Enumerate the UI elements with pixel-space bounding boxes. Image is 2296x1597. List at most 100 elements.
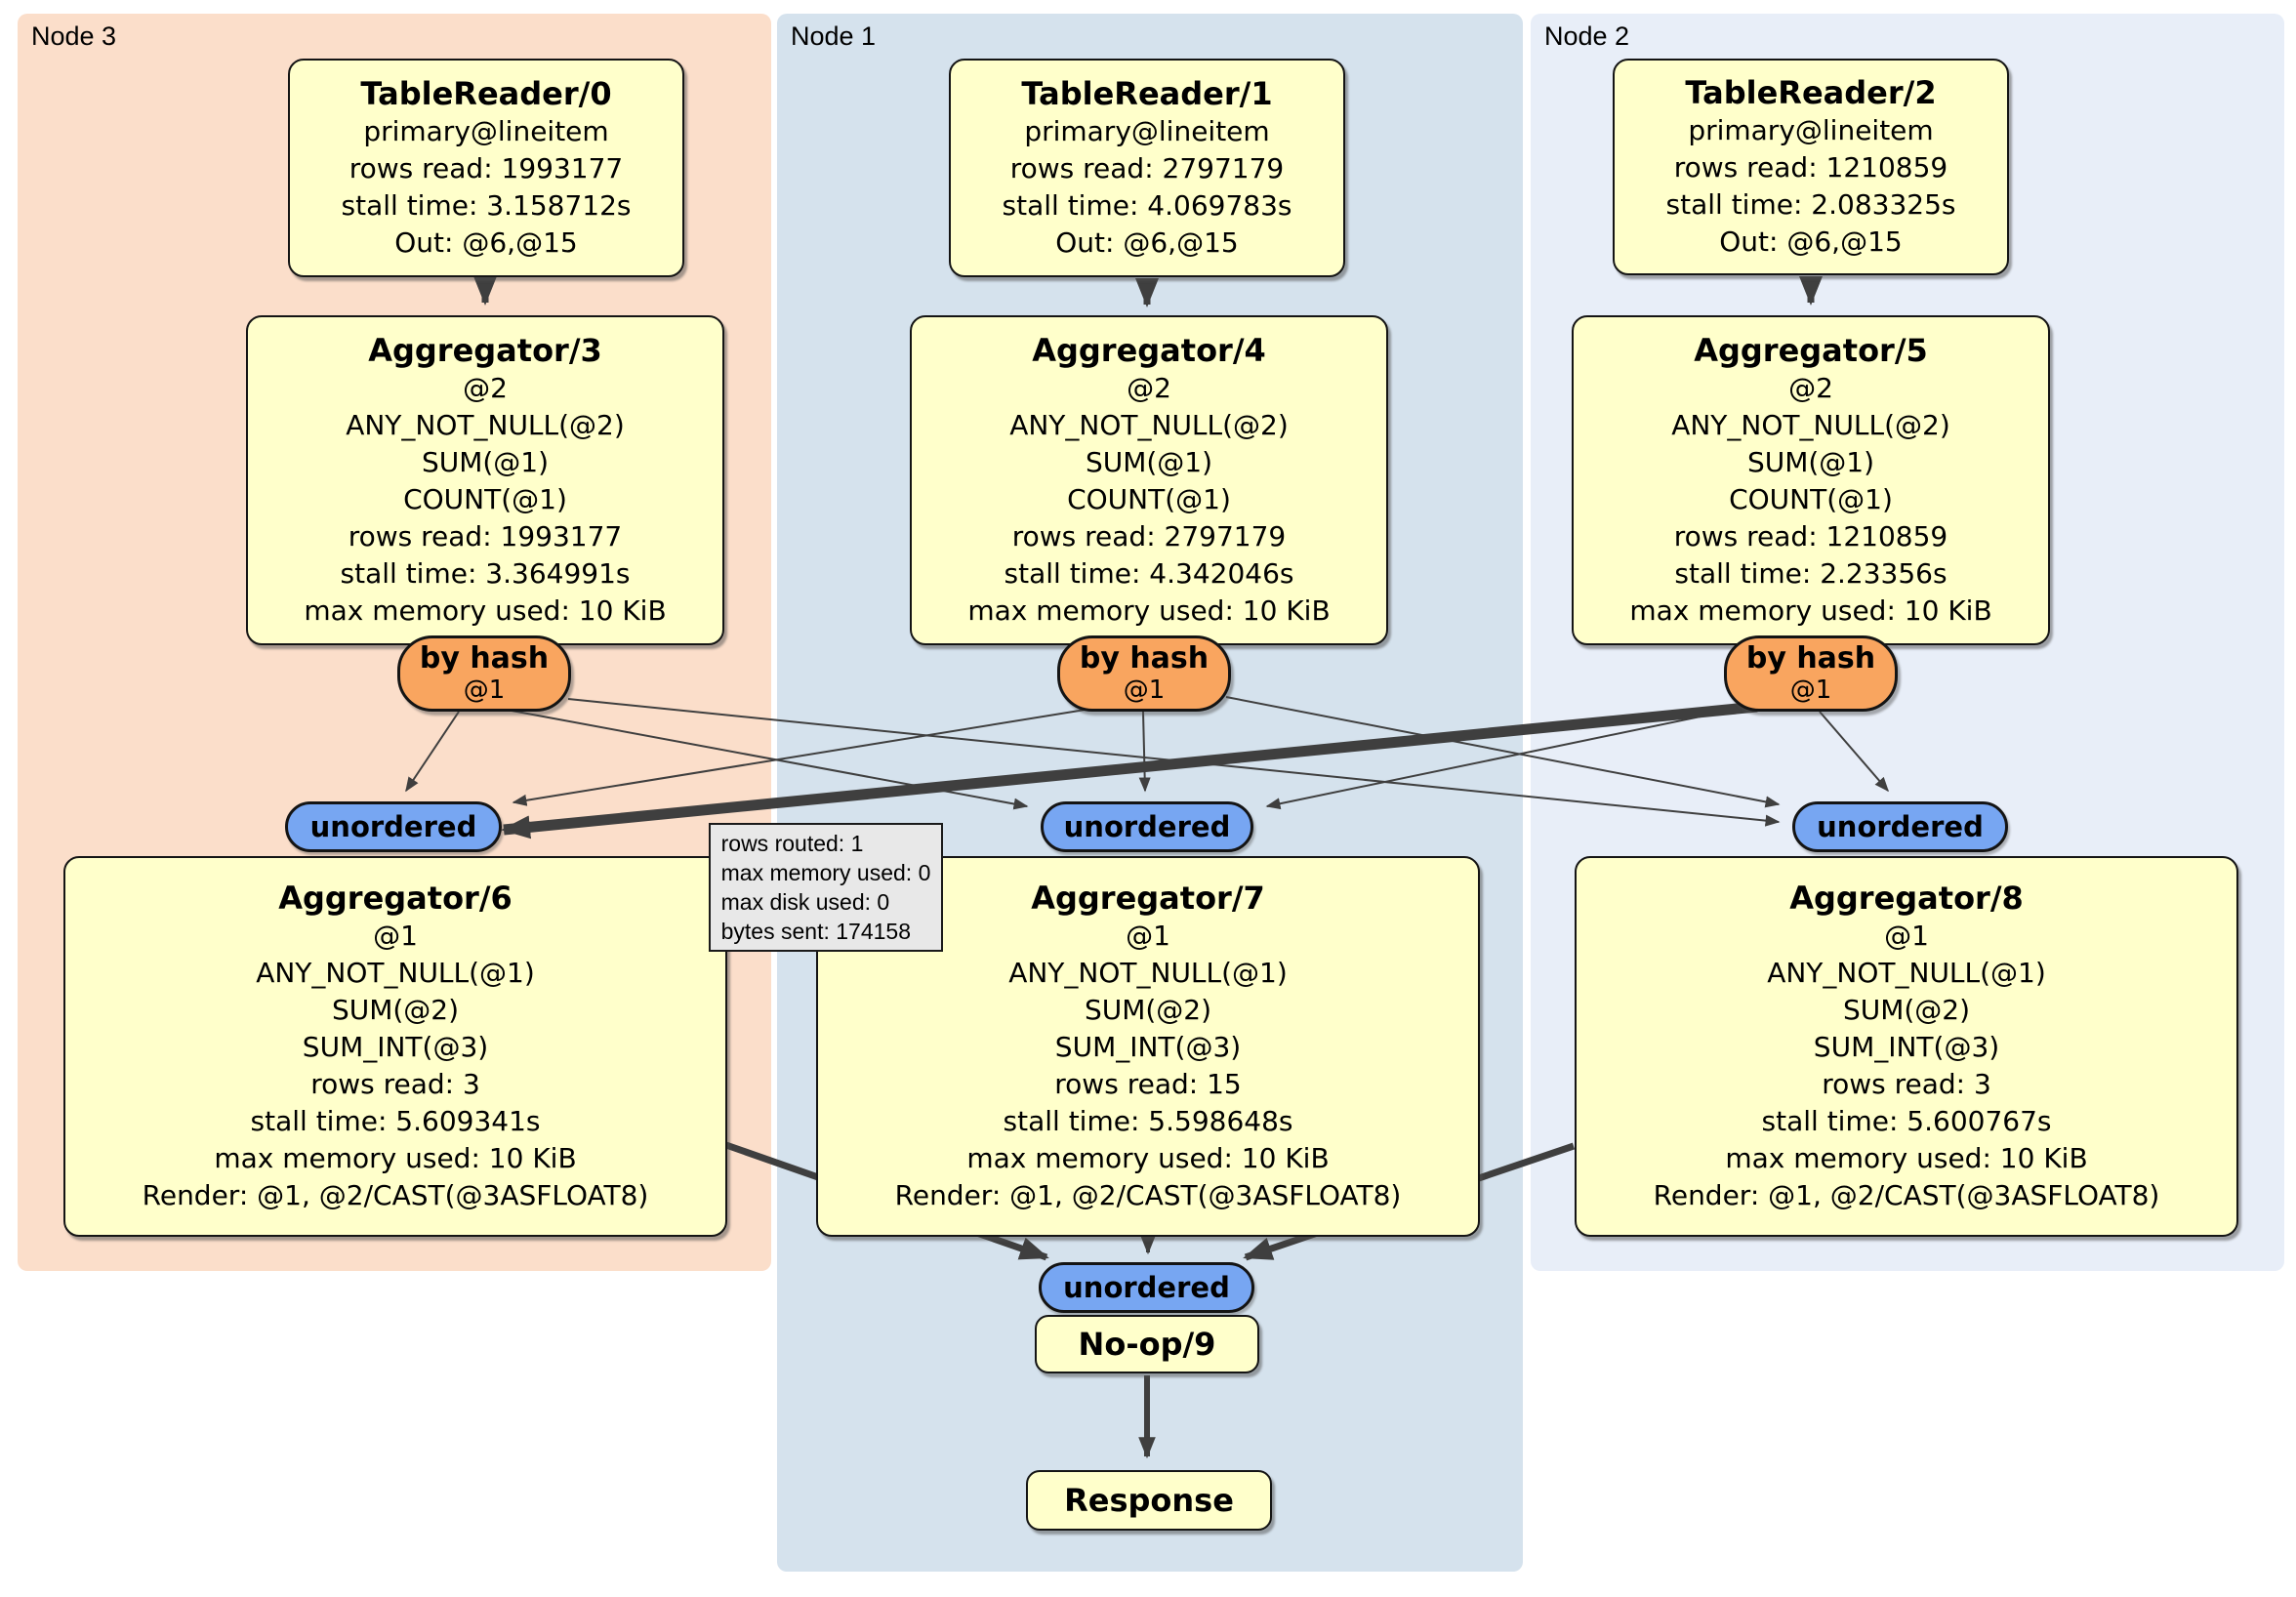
text-line: COUNT(@1) — [1729, 483, 1893, 515]
text-line: primary@lineitem — [1024, 115, 1270, 147]
edge-hash2-sync1[interactable] — [1265, 704, 1758, 810]
text-line: @1 — [1126, 920, 1170, 952]
text-line: primary@lineitem — [363, 115, 609, 147]
text-line: Out: @6,@15 — [394, 226, 578, 259]
node2-label: Node 2 — [1544, 21, 1630, 51]
text-line: rows read: 1210859 — [1673, 520, 1948, 553]
text-line: SUM(@1) — [421, 446, 550, 478]
text-line: max memory used: 10 KiB — [966, 1142, 1330, 1174]
text-line: SUM_INT(@3) — [302, 1031, 489, 1063]
edge-hash2-sync3-thick[interactable] — [501, 701, 1758, 839]
text-line: Render: @1, @2/CAST(@3ASFLOAT8) — [142, 1179, 649, 1211]
text-line: @2 — [1788, 372, 1833, 404]
text-line: max disk used: 0 — [720, 889, 890, 915]
text-line: stall time: 5.609341s — [250, 1105, 541, 1137]
box-title: Aggregator/4 — [1032, 332, 1266, 369]
router-column: @1 — [1789, 676, 1832, 705]
edge-hash1-sync1[interactable] — [1138, 711, 1151, 793]
box-title: TableReader/1 — [1021, 75, 1273, 112]
router-label: by hash — [1745, 641, 1876, 676]
box-lines: primary@lineitem rows read: 1993177 stall … — [342, 113, 632, 262]
tablereader-1-box[interactable]: TableReader/1 primary@lineitem rows read:… — [949, 59, 1345, 277]
sync-label: unordered — [1063, 810, 1231, 843]
text-line: ANY_NOT_NULL(@1) — [1767, 957, 2046, 989]
text-line: primary@lineitem — [1688, 114, 1934, 146]
text-line: rows read: 15 — [1054, 1068, 1242, 1100]
text-line: SUM(@2) — [1842, 994, 1971, 1026]
text-line: stall time: 3.364991s — [340, 557, 631, 590]
edge-hash1-sync3[interactable] — [512, 708, 1092, 806]
text-line: max memory used: 10 KiB — [214, 1142, 577, 1174]
text-line: rows read: 1993177 — [348, 520, 623, 553]
router-label: by hash — [1079, 641, 1210, 676]
sync-label: unordered — [1063, 1271, 1230, 1304]
text-line: SUM_INT(@3) — [1813, 1031, 2000, 1063]
text-line: rows read: 3 — [310, 1068, 480, 1100]
stream-stats-tooltip: rows routed: 1 max memory used: 0 max disk… — [709, 823, 943, 952]
edge-hash3-sync1[interactable] — [511, 710, 1029, 810]
sync-unordered-node3[interactable]: unordered — [285, 801, 502, 852]
text-line: stall time: 3.158712s — [341, 189, 632, 222]
text-line: Out: @6,@15 — [1719, 225, 1903, 258]
text-line: @2 — [463, 372, 508, 404]
sync-unordered-node2[interactable]: unordered — [1792, 801, 2008, 852]
sync-label: unordered — [309, 810, 477, 843]
router-label: by hash — [419, 641, 550, 676]
tablereader-0-box[interactable]: TableReader/0 primary@lineitem rows read:… — [288, 59, 684, 277]
text-line: COUNT(@1) — [1067, 483, 1231, 515]
text-line: stall time: 2.083325s — [1665, 188, 1956, 221]
box-title: TableReader/2 — [1685, 74, 1937, 111]
router-byhash-node3[interactable]: by hash @1 — [397, 635, 571, 712]
text-line: ANY_NOT_NULL(@2) — [346, 409, 625, 441]
text-line: SUM(@2) — [1084, 994, 1212, 1026]
box-title: Response — [1064, 1482, 1234, 1519]
text-line: SUM(@1) — [1746, 446, 1875, 478]
node1-label: Node 1 — [791, 21, 877, 51]
text-line: ANY_NOT_NULL(@1) — [256, 957, 535, 989]
text-line: rows read: 1993177 — [348, 152, 624, 184]
edge-hash3-sync3[interactable] — [405, 711, 460, 793]
box-title: TableReader/0 — [360, 75, 612, 112]
text-line: rows read: 2797179 — [1009, 152, 1285, 184]
text-line: rows read: 2797179 — [1011, 520, 1287, 553]
text-line: max memory used: 0 — [720, 860, 931, 885]
node3-label: Node 3 — [31, 21, 117, 51]
box-title: Aggregator/3 — [368, 332, 602, 369]
edge-hash2-sync2[interactable] — [1819, 711, 1889, 793]
text-line: ANY_NOT_NULL(@1) — [1008, 957, 1288, 989]
edge-hash1-sync2[interactable] — [1225, 696, 1781, 808]
text-line: SUM_INT(@3) — [1054, 1031, 1242, 1063]
text-line: COUNT(@1) — [403, 483, 567, 515]
box-title: Aggregator/6 — [278, 880, 512, 917]
text-line: rows routed: 1 — [720, 831, 864, 856]
sync-unordered-node1[interactable]: unordered — [1041, 801, 1253, 852]
sync-unordered-final[interactable]: unordered — [1039, 1262, 1254, 1313]
text-line: max memory used: 10 KiB — [967, 594, 1331, 627]
text-line: @2 — [1127, 372, 1171, 404]
box-title: Aggregator/8 — [1789, 880, 2024, 917]
router-byhash-node2[interactable]: by hash @1 — [1724, 635, 1898, 712]
text-line: SUM(@2) — [331, 994, 460, 1026]
text-line: stall time: 5.598648s — [1003, 1105, 1293, 1137]
router-column: @1 — [1123, 676, 1166, 705]
response-box[interactable]: Response — [1026, 1470, 1272, 1531]
router-byhash-node1[interactable]: by hash @1 — [1057, 635, 1231, 712]
text-line: Render: @1, @2/CAST(@3ASFLOAT8) — [1653, 1179, 2160, 1211]
text-line: max memory used: 10 KiB — [304, 594, 667, 627]
noop-9-box[interactable]: No-op/9 — [1035, 1315, 1259, 1373]
